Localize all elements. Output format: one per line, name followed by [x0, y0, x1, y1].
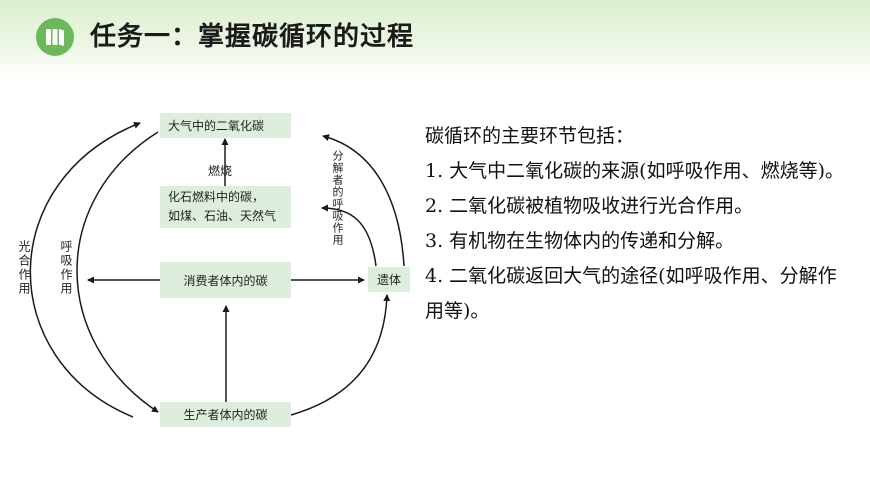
respiration-arrow — [76, 131, 159, 413]
producer-remains-arrow — [290, 294, 391, 416]
content-item-3: 3. 有机物在生物体内的传递和分解。 — [425, 230, 735, 252]
atmosphere-co2-box: 大气中的二氧化碳 — [160, 113, 291, 138]
producer-carbon-box: 生产者体内的碳 — [160, 402, 291, 427]
content-heading: 碳循环的主要环节包括： — [425, 125, 635, 147]
content-item-2: 2. 二氧化碳被植物吸收进行光合作用。 — [425, 195, 754, 217]
content-item-1: 1. 大气中二氧化碳的来源(如呼吸作用、燃烧等)。 — [425, 160, 844, 182]
photosynthesis-label: 光合作用 — [17, 240, 31, 296]
fossil-fuel-line1: 化石燃料中的碳， — [168, 190, 265, 204]
decomposer-respiration-label: 分解者的呼吸作用 — [331, 150, 344, 246]
book-icon — [36, 18, 74, 56]
content-item-4: 4. 二氧化碳返回大气的途径(如呼吸作用、分解作用等)。 — [425, 265, 837, 322]
remains-box: 遗体 — [368, 267, 410, 292]
fossil-fuel-box: 化石燃料中的碳， 如煤、石油、天然气 — [160, 186, 291, 228]
fossil-fuel-line2: 如煤、石油、天然气 — [168, 209, 277, 223]
burning-label: 燃烧 — [208, 164, 233, 178]
consumer-carbon-box: 消费者体内的碳 — [160, 262, 291, 298]
remains-fossil-arrow — [321, 204, 377, 267]
decomposer-arrow — [322, 134, 405, 267]
page-title: 任务一：掌握碳循环的过程 — [90, 22, 415, 52]
carbon-cycle-diagram — [29, 121, 405, 418]
respiration-label: 呼吸作用 — [59, 240, 73, 296]
content-text: 碳循环的主要环节包括： 1. 大气中二氧化碳的来源(如呼吸作用、燃烧等)。 2.… — [425, 119, 855, 329]
photosynthesis-arrow — [29, 121, 141, 418]
header-banner: 任务一：掌握碳循环的过程 — [0, 0, 870, 82]
